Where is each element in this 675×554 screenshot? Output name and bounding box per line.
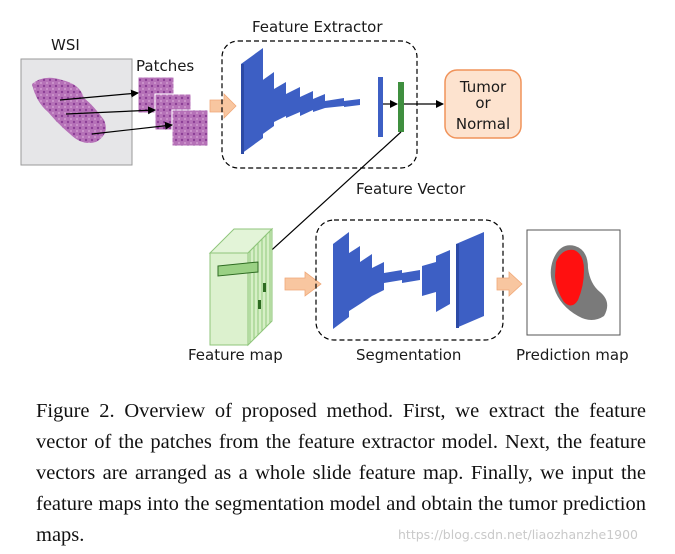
segmentation-box	[315, 219, 504, 341]
segmentation-output-arrow	[496, 271, 523, 297]
patch-arrows	[59, 89, 173, 135]
feature-map-label: Feature map	[188, 346, 283, 364]
prediction-map-label: Prediction map	[516, 346, 629, 364]
classification-output-box	[444, 69, 522, 139]
extractor-layers	[241, 48, 360, 154]
feature-map-arrow	[284, 271, 322, 297]
tumor-label: Tumor	[459, 78, 507, 96]
fc-layer-blue	[378, 77, 383, 137]
prediction-map	[526, 229, 621, 336]
feature-extractor-label: Feature Extractor	[252, 18, 383, 36]
watermark: https://blog.csdn.net/liaozhanzhe1900	[398, 527, 639, 542]
segmentation-layers	[333, 232, 484, 329]
figure-caption: Figure 2. Overview of proposed method. F…	[36, 400, 646, 546]
input-arrow	[209, 93, 237, 119]
feature-vector-pointer	[251, 131, 402, 269]
or-label: or	[475, 94, 491, 112]
method-diagram: WSI Patches Feature Extractor Tumor or N…	[20, 18, 629, 364]
feature-vector-label: Feature Vector	[356, 180, 466, 198]
patches-label: Patches	[136, 57, 194, 75]
fc-layer-green	[398, 82, 404, 132]
normal-label: Normal	[456, 115, 510, 133]
feature-map-cube	[208, 227, 274, 347]
wsi-label: WSI	[51, 36, 80, 54]
segmentation-label: Segmentation	[356, 346, 461, 364]
patch-stack	[137, 76, 209, 147]
